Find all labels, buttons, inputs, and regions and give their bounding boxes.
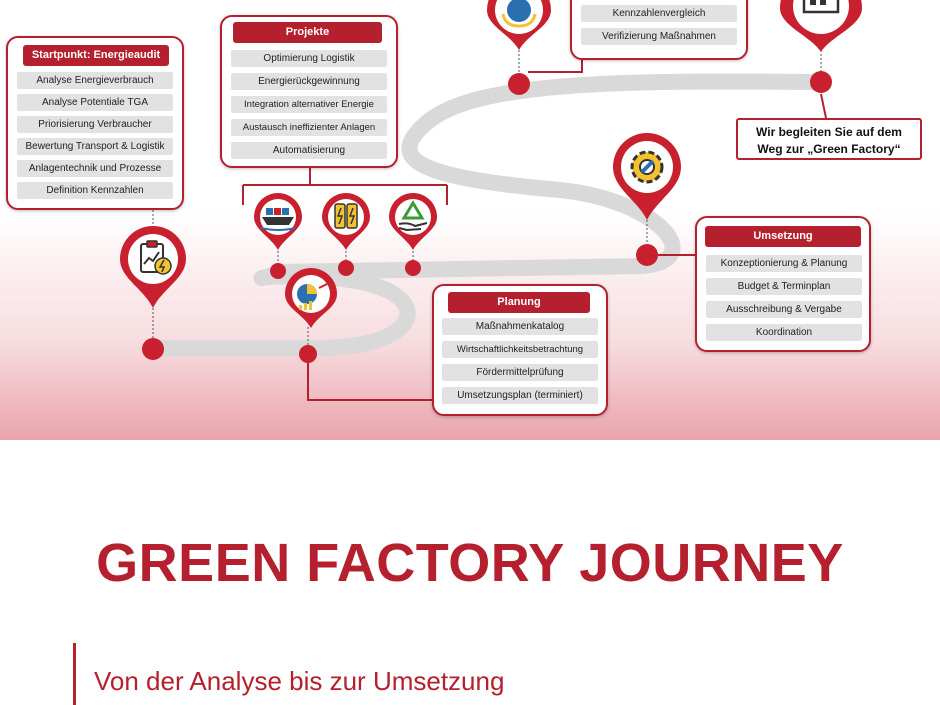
recycle-hand-icon [389, 193, 437, 250]
projekte-item: Automatisierung [231, 142, 387, 159]
road-line [145, 73, 828, 356]
connector [528, 60, 583, 73]
umsetzung-item: Konzeptionierung & Planung [706, 255, 862, 272]
startpunkt-box: Startpunkt: Energieaudit Analyse Energie… [6, 36, 184, 210]
startpunkt-item: Definition Kennzahlen [17, 182, 173, 199]
umsetzung-title: Umsetzung [705, 226, 861, 247]
connector [242, 168, 448, 205]
journey-dot [338, 260, 354, 276]
clipboard-chart-icon [120, 226, 186, 308]
energy-battery-icon [322, 193, 370, 250]
subtitle-accent-bar [73, 643, 76, 705]
planung-item: Maßnahmenkatalog [442, 318, 598, 335]
journey-diagram: Startpunkt: Energieaudit Analyse Energie… [0, 0, 940, 440]
boat-cargo-icon [254, 193, 302, 250]
gear-icon [613, 133, 681, 220]
planung-box: Planung Maßnahmenkatalog Wirtschaftlichk… [432, 284, 608, 416]
journey-dot [508, 73, 530, 95]
connector [307, 362, 432, 401]
monitoring-box: Kennzahlenvergleich Verifizierung Maßnah… [570, 0, 748, 60]
umsetzung-box: Umsetzung Konzeptionierung & Planung Bud… [695, 216, 871, 352]
journey-dot [299, 345, 317, 363]
projekte-item: Energierückgewinnung [231, 73, 387, 90]
planung-item: Fördermittelprüfung [442, 364, 598, 381]
startpunkt-item: Anlagentechnik und Prozesse [17, 160, 173, 177]
startpunkt-item: Analyse Energieverbrauch [17, 72, 173, 89]
startpunkt-item: Priorisierung Verbraucher [17, 116, 173, 133]
planung-item: Umsetzungsplan (terminiert) [442, 387, 598, 404]
umsetzung-item: Koordination [706, 324, 862, 341]
projekte-item: Integration alternativer Energie [231, 96, 387, 113]
journey-dot [810, 71, 832, 93]
monitoring-item: Kennzahlenvergleich [581, 5, 737, 22]
connector [820, 93, 827, 119]
startpunkt-title: Startpunkt: Energieaudit [23, 45, 169, 66]
projekte-item: Optimierung Logistik [231, 50, 387, 67]
page-title: GREEN FACTORY JOURNEY [96, 533, 844, 593]
umsetzung-item: Budget & Terminplan [706, 278, 862, 295]
journey-dot [142, 338, 164, 360]
planung-item: Wirtschaftlichkeitsbetrachtung [442, 341, 598, 358]
planung-title: Planung [448, 292, 590, 313]
callout-line-1: Wir begleiten Sie auf dem [756, 125, 902, 139]
monitoring-item: Verifizierung Maßnahmen [581, 28, 737, 45]
umsetzung-item: Ausschreibung & Vergabe [706, 301, 862, 318]
journey-dot [636, 244, 658, 266]
projekte-item: Austausch ineffizienter Anlagen [231, 119, 387, 136]
startpunkt-item: Analyse Potentiale TGA [17, 94, 173, 111]
road-path [145, 50, 828, 401]
award-icon [487, 0, 551, 50]
projekte-title: Projekte [233, 22, 382, 43]
green-factory-callout: Wir begleiten Sie auf dem Weg zur „Green… [736, 118, 922, 160]
journey-dot [270, 263, 286, 279]
connector [277, 247, 414, 265]
projekte-box: Projekte Optimierung Logistik Energierüc… [220, 15, 398, 168]
factory-icon [780, 0, 862, 52]
page-subtitle: Von der Analyse bis zur Umsetzung [94, 666, 505, 696]
journey-dot [405, 260, 421, 276]
startpunkt-item: Bewertung Transport & Logistik [17, 138, 173, 155]
pie-chart-icon [285, 268, 337, 328]
callout-line-2: Weg zur „Green Factory“ [757, 142, 901, 156]
